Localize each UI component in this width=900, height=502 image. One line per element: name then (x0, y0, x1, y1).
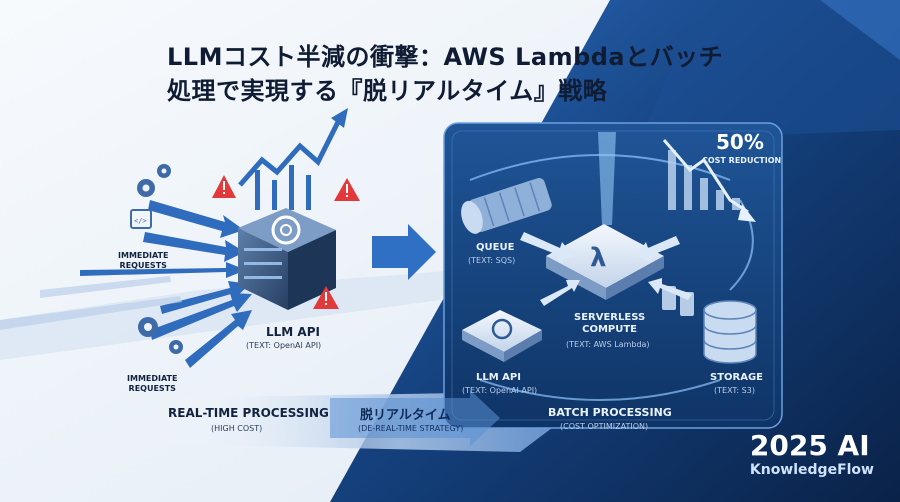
brand-year: 2025 AI (749, 429, 870, 462)
cost-reduction-label: COST REDUCTION (702, 156, 782, 165)
llm-api-label: LLM API (266, 325, 320, 339)
immediate-requests-top-label: IMMEDIATE REQUESTS (118, 251, 169, 270)
serverless-compute-sublabel: (TEXT: AWS Lambda) (566, 340, 650, 349)
serverless-compute-label: SERVERLESS COMPUTE (574, 312, 646, 335)
batch-llm-api-sublabel: (TEXT: OpenAI API) (462, 386, 538, 395)
page-title: LLMコスト半減の衝撃：AWS Lambdaとバッチ処理で実現する『脱リアルタイ… (167, 43, 724, 105)
storage-label: STORAGE (710, 372, 764, 383)
real-time-processing-label: REAL-TIME PROCESSING (168, 406, 329, 420)
batch-processing-label: BATCH PROCESSING (548, 406, 672, 419)
cost-reduction-percent: 50% (716, 130, 764, 154)
cost-optimization-label: (COST OPTIMIZATION) (560, 422, 649, 431)
high-cost-label: (HIGH COST) (211, 424, 263, 433)
de-real-time-label: 脱リアルタイム (360, 408, 451, 423)
queue-sublabel: (TEXT: SQS) (468, 256, 516, 265)
svg-text:λ: λ (590, 243, 606, 273)
brand-name: KnowledgeFlow (749, 462, 874, 478)
svg-text:</>: </> (134, 217, 147, 225)
queue-label: QUEUE (476, 242, 515, 253)
brand-block: 2025 AI KnowledgeFlow (749, 429, 874, 479)
de-real-time-sublabel: (DE-REAL-TIME STRATEGY) (358, 424, 464, 433)
llm-api-sublabel: (TEXT: OpenAI API) (246, 341, 322, 350)
immediate-requests-bottom-label: IMMEDIATE REQUESTS (127, 374, 178, 393)
storage-sublabel: (TEXT: S3) (714, 386, 755, 395)
batch-llm-api-label: LLM API (476, 372, 521, 383)
